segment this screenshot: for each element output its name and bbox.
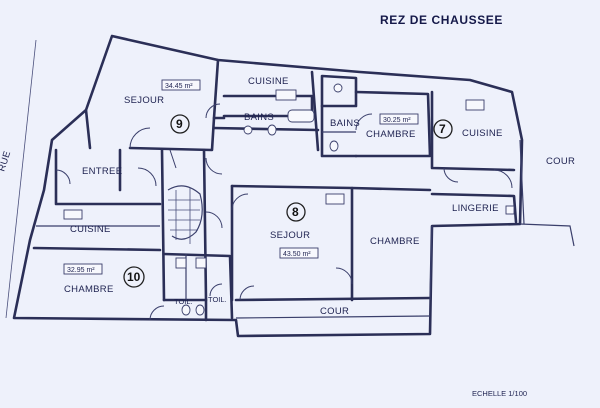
unit-10: ENTREE CUISINE CHAMBRE TOIL. TOIL. 32.95… [32,148,234,322]
unit-8: SEJOUR CHAMBRE 43.50 m² 8 [230,184,433,302]
unit-10-kitchen-label: CUISINE [70,224,111,235]
unit-10-area-box [63,263,103,275]
unit-10-entry-label: ENTREE [82,166,122,177]
unit-9-living-label: SEJOUR [124,95,164,106]
unit-9-kitchen-label: CUISINE [248,76,289,87]
street-label: RUE [0,150,13,173]
unit-8-area-box [279,247,319,259]
unit-10-wc2-label: TOIL. [208,295,227,304]
unit-7-number: 7 [439,122,446,136]
unit-9-number: 9 [176,117,183,131]
unit-9: SEJOUR CUISINE BAINS 34.45 m² 9 [84,58,320,169]
stove-icon [275,89,297,101]
unit-8-area: 43.50 m² [283,251,311,258]
courtyard-right-label: COUR [546,156,575,167]
common-spaces: LINGERIE COUR COUR [320,156,575,317]
plan-title: REZ DE CHAUSSEE [380,13,503,27]
unit-10-area: 32.95 m² [67,267,95,274]
unit-9-badge [170,114,190,134]
unit-9-area-box [161,79,201,91]
unit-8-living-label: SEJOUR [270,230,310,241]
toilet-icon [329,140,339,152]
unit-8-badge [286,202,306,222]
scale-label: ECHELLE 1/100 [472,389,527,398]
unit-10-number: 10 [127,270,141,284]
unit-8-number: 8 [292,205,299,219]
courtyard-bottom-label: COUR [320,306,349,317]
unit-10-bedroom-label: CHAMBRE [64,284,114,295]
outer-walls [12,34,575,338]
shower-icon [333,83,343,93]
street-line [5,39,37,319]
toilet-icon [181,304,191,316]
stove-icon [63,209,83,220]
unit-7-kitchen-label: CUISINE [462,128,503,139]
shower-icon [175,257,187,269]
unit-10-wc1-label: TOIL. [174,297,193,306]
unit-9-area: 34.45 m² [165,83,193,90]
unit-7-badge [433,119,453,139]
shower-icon [195,257,207,269]
stove-icon [465,99,485,111]
stove-icon [325,193,345,205]
laundry-label: LINGERIE [452,203,499,214]
sink-icon [505,205,515,215]
toilet-icon [267,124,277,136]
toilet-icon [195,304,205,316]
unit-7-bath-label: BAINS [330,118,360,129]
unit-10-badge [123,266,145,288]
unit-7: BAINS CHAMBRE CUISINE 30.25 m² 7 [320,74,516,189]
sink-icon [243,125,253,135]
unit-8-bedroom-label: CHAMBRE [370,236,420,247]
unit-7-area: 30.25 m² [383,117,411,124]
unit-7-bedroom-label: CHAMBRE [366,129,416,140]
stairwell [137,148,223,302]
bathtub-icon [287,109,315,123]
unit-7-area-box [379,113,419,125]
unit-9-bath-label: BAINS [244,112,274,123]
